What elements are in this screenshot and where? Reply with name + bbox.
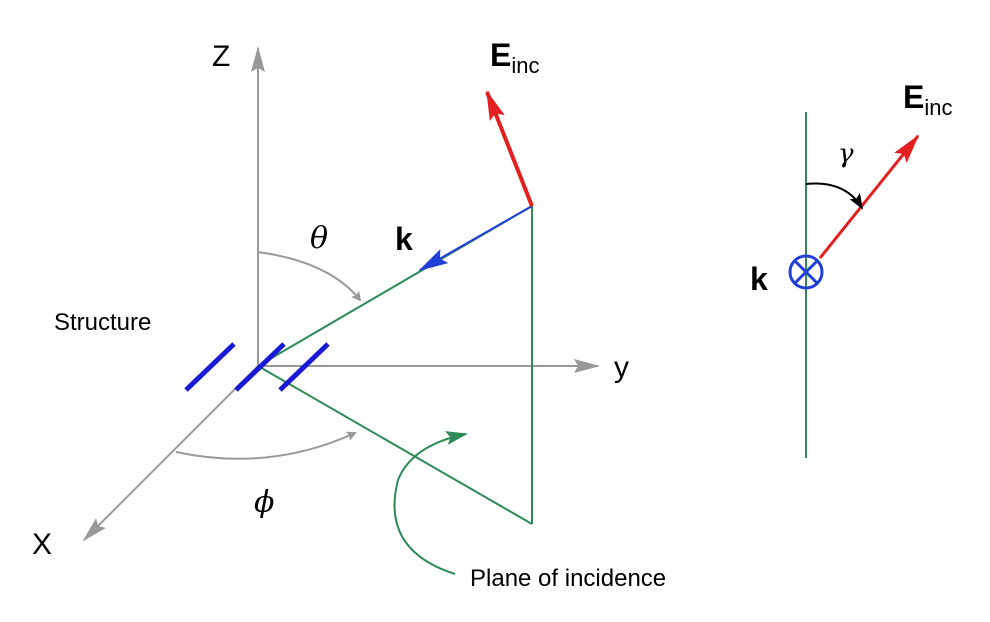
x-axis-label: X xyxy=(32,528,52,561)
k-into-page-icon xyxy=(788,254,824,290)
theta-label: θ xyxy=(310,221,328,256)
k-main-label: k xyxy=(395,221,413,257)
gamma-label: γ xyxy=(838,139,854,169)
wave-vector-k xyxy=(418,205,533,271)
phi-arc xyxy=(175,431,357,460)
e-field-vector xyxy=(485,90,534,207)
theta-arc xyxy=(257,251,362,302)
z-axis-label: Z xyxy=(212,40,230,73)
e-main-label: Einc xyxy=(490,37,539,78)
plane-line-lower xyxy=(257,365,533,525)
phi-label: ϕ xyxy=(254,485,274,520)
e-side-label: Einc xyxy=(903,79,952,120)
y-axis-label: y xyxy=(614,351,629,384)
k-side-label: k xyxy=(750,261,768,297)
plane-of-incidence-label: Plane of incidence xyxy=(470,565,666,592)
plane-pointer-curve xyxy=(393,431,468,575)
structure-label: Structure xyxy=(54,309,151,336)
e-field-side-vector xyxy=(818,134,920,259)
x-axis xyxy=(82,365,259,542)
gamma-arc xyxy=(805,182,864,210)
structure-dipoles xyxy=(184,342,330,392)
